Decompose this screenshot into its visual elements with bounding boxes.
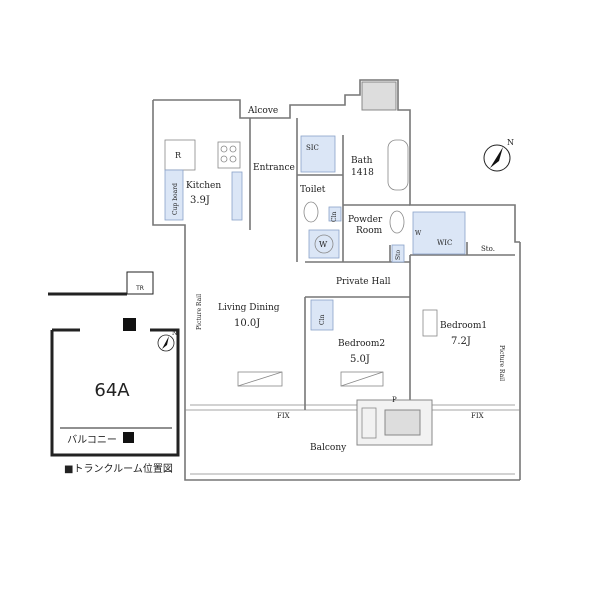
label-bedroom1: Bedroom1 xyxy=(440,321,487,331)
label-entrance: Entrance xyxy=(253,163,295,173)
label-cupboard: Cup board xyxy=(172,183,179,215)
label-sic: SIC xyxy=(306,144,319,152)
label-washer: W xyxy=(319,240,328,249)
fixtures xyxy=(164,135,466,446)
label-living-dining-size: 10.0J xyxy=(234,318,260,329)
interior-walls xyxy=(249,118,515,410)
compass-icon: N xyxy=(483,138,514,172)
label-private-hall: Private Hall xyxy=(336,277,391,287)
label-bath: Bath xyxy=(351,156,373,166)
label-picture-rail-left: Picture Rail xyxy=(196,294,203,330)
key-plan-balcony: バルコニー xyxy=(67,434,117,446)
label-refrigerator: R xyxy=(175,151,182,160)
key-plan-unit: 64A xyxy=(94,380,130,401)
label-alcove: Alcove xyxy=(247,106,278,116)
label-p-mark: P xyxy=(392,396,397,404)
key-plan-tr-label: TR xyxy=(135,285,144,292)
label-powder-room: Powder xyxy=(348,215,383,225)
label-toilet: Toilet xyxy=(300,185,326,195)
label-fix-left: FIX xyxy=(277,412,290,420)
label-bedroom2: Bedroom2 xyxy=(338,339,385,349)
compass-north-label: N xyxy=(507,138,514,147)
key-plan-compass-icon: N xyxy=(157,330,177,352)
label-bedroom1-size: 7.2J xyxy=(451,336,471,347)
label-sto: Sto. xyxy=(481,245,495,253)
cupboard-area xyxy=(164,169,184,221)
label-wic: WIC xyxy=(437,239,452,247)
label-kitchen: Kitchen xyxy=(186,181,221,191)
label-bedroom2-size: 5.0J xyxy=(350,354,370,365)
outer-walls xyxy=(152,79,521,481)
label-powder-room-2: Room xyxy=(356,226,383,236)
wic-storage xyxy=(412,211,466,255)
trunk-room-marker xyxy=(123,318,136,331)
label-balcony: Balcony xyxy=(310,443,347,453)
label-kitchen-size: 3.9J xyxy=(190,195,210,206)
label-sto-small: Sto xyxy=(395,249,402,260)
sic-storage xyxy=(300,135,336,173)
label-fix-right: FIX xyxy=(471,412,484,420)
svg-text:N: N xyxy=(172,330,177,337)
room-labels: Alcove SIC Entrance Bath 1418 Toilet Pow… xyxy=(172,106,505,453)
label-living-dining: Living Dining xyxy=(218,303,280,313)
key-plan: TR 64A バルコニー ■トランクルーム位置図 N xyxy=(48,271,180,475)
key-plan-balcony-marker xyxy=(123,432,134,443)
label-picture-rail-right: Picture Rail xyxy=(498,345,505,381)
key-plan-legend: ■トランクルーム位置図 xyxy=(64,462,173,475)
label-cln: Cln xyxy=(319,314,326,325)
label-washer-small: W xyxy=(415,230,422,237)
label-cln-2: Cln xyxy=(331,211,338,222)
label-bath-size: 1418 xyxy=(351,168,374,178)
